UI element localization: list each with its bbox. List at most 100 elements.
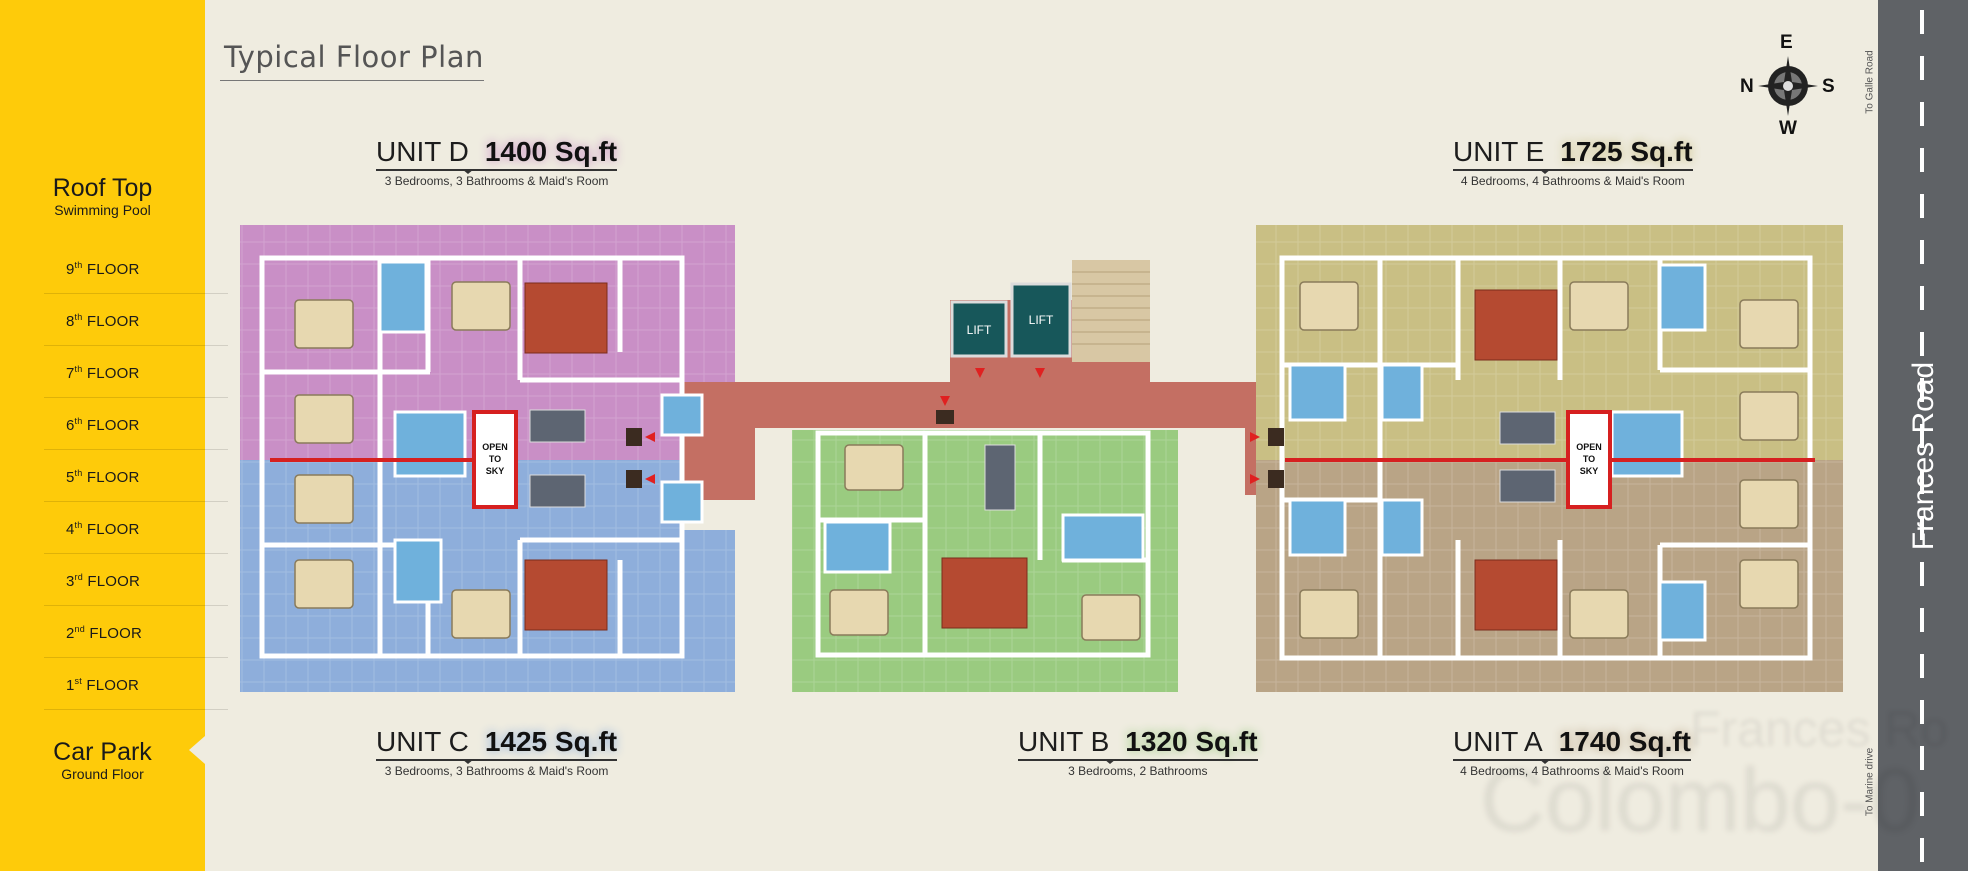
open-to-sky-left-l1: OPEN <box>482 442 508 452</box>
floor-word: FLOOR <box>89 625 143 642</box>
floor-label: 4th FLOOR <box>66 520 140 538</box>
floor-label: 6th FLOOR <box>66 416 140 434</box>
floor-item-5[interactable]: 5th FLOOR <box>0 452 228 502</box>
compass-east: E <box>1780 32 1793 53</box>
to-galle-road-note: To Galle Road <box>1864 50 1876 114</box>
floor-divider <box>44 397 228 398</box>
unit-e-name: UNIT E <box>1453 136 1545 167</box>
road-lane-dash <box>1920 194 1924 218</box>
lift-1-label: LIFT <box>967 323 992 337</box>
compass-south: S <box>1822 76 1835 97</box>
floor-item-2[interactable]: 2nd FLOOR <box>0 608 228 658</box>
road-lane-dash <box>1920 148 1924 172</box>
unit-d-underline <box>376 169 618 174</box>
floor-label: 8th FLOOR <box>66 312 140 330</box>
floor-ordinal-suffix: th <box>74 416 83 426</box>
floor-label: 1st FLOOR <box>66 676 139 694</box>
floor-divider <box>44 553 228 554</box>
road-lane-dash <box>1920 378 1924 402</box>
floor-item-3[interactable]: 3rd FLOOR <box>0 556 228 606</box>
floor-ordinal-suffix: st <box>74 676 82 686</box>
unit-b-area-text: 1320 Sq.ft <box>1125 726 1258 757</box>
dining-tables <box>529 409 1556 511</box>
unit-b-underline <box>1018 759 1258 764</box>
unit-a-desc: 4 Bedrooms, 4 Bathrooms & Maid's Room <box>1460 764 1684 778</box>
unit-b-label[interactable]: UNIT B 1320 Sq.ft 3 Bedrooms, 2 Bathrooms <box>1018 726 1258 778</box>
road-lane-dash <box>1920 56 1924 80</box>
unit-c-desc: 3 Bedrooms, 3 Bathrooms & Maid's Room <box>384 764 609 778</box>
unit-c-underline <box>376 759 618 764</box>
floor-word: FLOOR <box>86 469 140 486</box>
floor-divider <box>44 657 228 658</box>
bathrooms <box>378 260 1707 642</box>
road-lane-dash <box>1920 470 1924 494</box>
entry-arrows <box>645 368 1260 484</box>
floor-item-6[interactable]: 6th FLOOR <box>0 400 228 450</box>
floor-number: 8 <box>66 313 75 330</box>
unit-d-label[interactable]: UNIT D 1400 Sq.ft 3 Bedrooms, 3 Bathrooms… <box>376 136 618 188</box>
road-lane-dash <box>1920 332 1924 356</box>
compass: E N S W <box>1740 32 1835 139</box>
open-to-sky-left-l3: SKY <box>486 466 505 476</box>
open-to-sky-right: OPEN TO SKY <box>1566 410 1612 509</box>
floor-word: FLOOR <box>87 573 141 590</box>
roof-top-label: Roof Top <box>52 174 153 202</box>
floor-label: 3rd FLOOR <box>66 572 140 590</box>
floor-divider <box>44 293 228 294</box>
floor-ordinal-suffix: th <box>74 468 83 478</box>
floor-label: 9th FLOOR <box>66 260 140 278</box>
road-lane-dash <box>1920 608 1924 632</box>
compass-west: W <box>1779 118 1797 139</box>
unit-c-label[interactable]: UNIT C 1425 Sq.ft 3 Bedrooms, 3 Bathrooms… <box>376 726 618 778</box>
floor-number: 7 <box>66 365 75 382</box>
floor-ordinal-suffix: rd <box>74 572 83 582</box>
unit-d-name: UNIT D <box>376 136 469 167</box>
car-park-label: Car Park <box>53 738 152 766</box>
unit-b-desc: 3 Bedrooms, 2 Bathrooms <box>1068 764 1208 778</box>
floor-word: FLOOR <box>86 417 140 434</box>
unit-a-area-text: 1740 Sq.ft <box>1558 726 1692 757</box>
unit-d-area[interactable] <box>240 225 735 460</box>
page-title: Typical Floor Plan <box>224 40 484 74</box>
unit-c-area-text: 1425 Sq.ft <box>484 726 618 757</box>
floor-item-7[interactable]: 7th FLOOR <box>0 348 228 398</box>
floor-divider <box>44 345 228 346</box>
floor-ordinal-suffix: th <box>74 520 83 530</box>
unit-e-desc: 4 Bedrooms, 4 Bathrooms & Maid's Room <box>1460 174 1685 188</box>
selected-floor-indicator <box>189 736 205 764</box>
road-lane-dash <box>1920 516 1924 540</box>
floor-label: 7th FLOOR <box>66 364 140 382</box>
open-to-sky-left-l2: TO <box>489 454 501 464</box>
roof-top-item[interactable]: Roof Top Swimming Pool <box>0 174 205 218</box>
floor-item-9[interactable]: 9th FLOOR <box>0 244 228 294</box>
floor-item-1[interactable]: 1st FLOOR <box>0 660 228 710</box>
lift-1: LIFT <box>950 300 1008 358</box>
car-park-item[interactable]: Car Park Ground Floor <box>0 738 205 782</box>
unit-c-name: UNIT C <box>376 726 469 757</box>
unit-b-name: UNIT B <box>1018 726 1110 757</box>
road-lane-dash <box>1920 654 1924 678</box>
floor-word: FLOOR <box>86 521 140 538</box>
unit-d-desc: 3 Bedrooms, 3 Bathrooms & Maid's Room <box>384 174 609 188</box>
title-underline <box>220 80 484 81</box>
unit-c-area[interactable] <box>240 460 735 692</box>
road-lane-dash <box>1920 562 1924 586</box>
lift-2-label: LIFT <box>1029 313 1054 327</box>
compass-north: N <box>1740 76 1754 97</box>
floor-word: FLOOR <box>86 261 140 278</box>
floor-word: FLOOR <box>86 313 140 330</box>
open-to-sky-left: OPEN TO SKY <box>472 410 518 509</box>
floor-item-8[interactable]: 8th FLOOR <box>0 296 228 346</box>
floor-number: 9 <box>66 261 75 278</box>
road-name: Frances Road <box>1907 361 1940 551</box>
road-lane-dash <box>1920 286 1924 310</box>
unit-d-area-text: 1400 Sq.ft <box>484 136 618 167</box>
floor-item-4[interactable]: 4th FLOOR <box>0 504 228 554</box>
floor-label: 5th FLOOR <box>66 468 140 486</box>
floor-ordinal-suffix: th <box>74 364 83 374</box>
open-to-sky-right-l2: TO <box>1583 454 1595 464</box>
road-lane-dash <box>1920 700 1924 724</box>
